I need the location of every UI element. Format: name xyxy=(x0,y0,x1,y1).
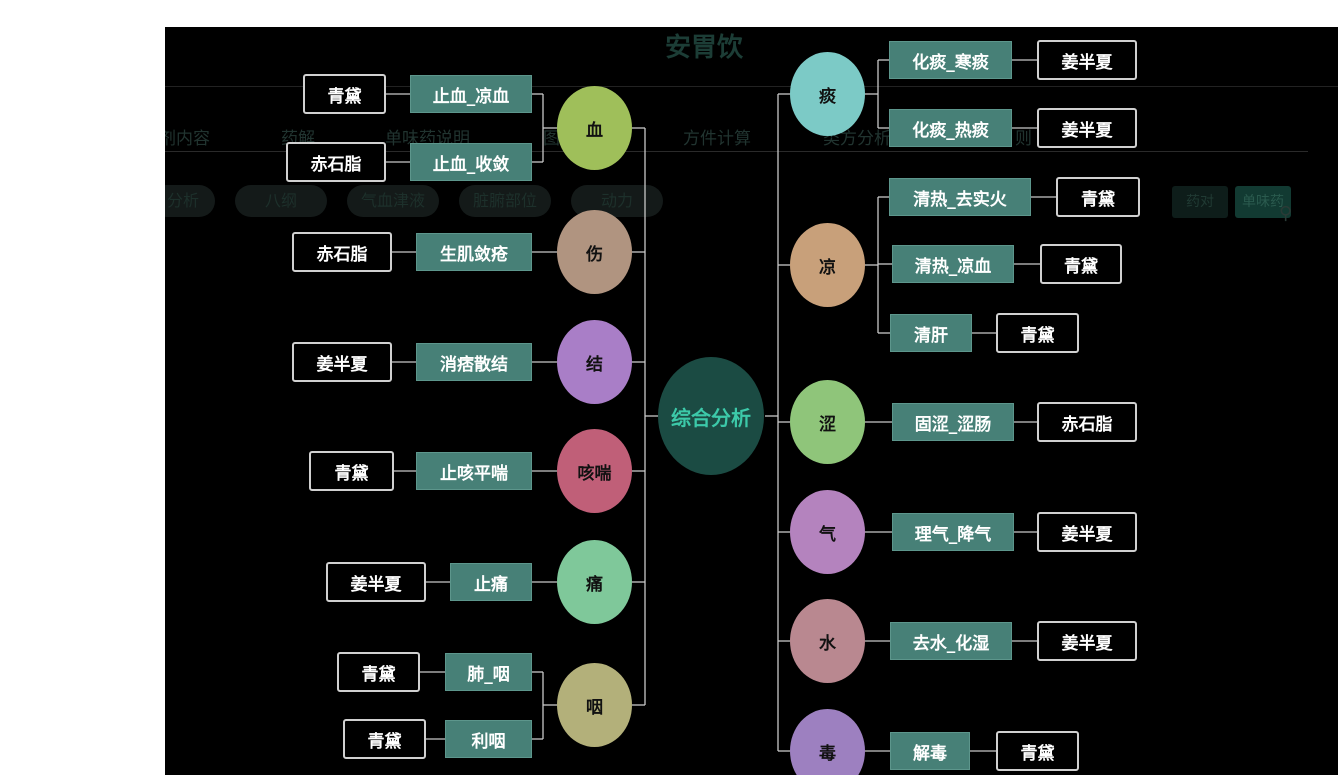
right-herb-3-0: 姜半夏 xyxy=(1037,512,1137,552)
left-herb-5-0: 青黛 xyxy=(337,652,420,692)
left-node-2: 结 xyxy=(557,320,632,404)
right-cat-1-0: 清热_去实火 xyxy=(889,178,1031,216)
mindmap-stage: 安胃饮 剂内容 药解 单味药说明 图 方件计算 类方分析 则 分析 八纲 气血津… xyxy=(165,27,1338,775)
button-yaodui[interactable]: 药对 xyxy=(1172,186,1228,218)
right-node-1: 凉 xyxy=(790,223,865,307)
button-single[interactable]: 单味药 xyxy=(1235,186,1291,218)
right-node-5: 毒 xyxy=(790,709,865,775)
tab-similar[interactable]: 类方分析 xyxy=(823,129,891,149)
left-node-4: 痛 xyxy=(557,540,632,624)
left-cat-3-0: 止咳平喘 xyxy=(416,452,532,490)
app-title: 安胃饮 xyxy=(665,33,744,63)
left-cat-2-0: 消痞散结 xyxy=(416,343,532,381)
right-node-2: 涩 xyxy=(790,380,865,464)
right-cat-0-1: 化痰_热痰 xyxy=(889,109,1012,147)
tab-content[interactable]: 剂内容 xyxy=(165,129,210,149)
left-herb-0-1: 赤石脂 xyxy=(286,142,386,182)
search-icon[interactable]: ⚲ xyxy=(1279,203,1293,224)
left-cat-4-0: 止痛 xyxy=(450,563,532,601)
tab-graph[interactable]: 图 xyxy=(543,129,560,149)
right-node-3: 气 xyxy=(790,490,865,574)
pill-zangfu[interactable]: 脏腑部位 xyxy=(459,185,551,217)
left-herb-5-1: 青黛 xyxy=(343,719,426,759)
left-node-0: 血 xyxy=(557,86,632,170)
right-herb-0-0: 姜半夏 xyxy=(1037,40,1137,80)
pill-bagang[interactable]: 八纲 xyxy=(235,185,327,217)
right-herb-4-0: 姜半夏 xyxy=(1037,621,1137,661)
pill-analysis[interactable]: 分析 xyxy=(165,185,215,217)
left-cat-5-0: 肺_咽 xyxy=(445,653,532,691)
right-cat-4-0: 去水_化湿 xyxy=(890,622,1012,660)
left-herb-3-0: 青黛 xyxy=(309,451,394,491)
right-herb-0-1: 姜半夏 xyxy=(1037,108,1137,148)
right-herb-5-0: 青黛 xyxy=(996,731,1079,771)
pill-qixue[interactable]: 气血津液 xyxy=(347,185,439,217)
right-node-0: 痰 xyxy=(790,52,865,136)
left-node-1: 伤 xyxy=(557,210,632,294)
left-herb-2-0: 姜半夏 xyxy=(292,342,392,382)
left-herb-0-0: 青黛 xyxy=(303,74,386,114)
left-node-3: 咳喘 xyxy=(557,429,632,513)
right-cat-0-0: 化痰_寒痰 xyxy=(889,41,1012,79)
right-cat-3-0: 理气_降气 xyxy=(892,513,1014,551)
right-node-4: 水 xyxy=(790,599,865,683)
right-herb-1-2: 青黛 xyxy=(996,313,1079,353)
right-herb-1-1: 青黛 xyxy=(1040,244,1122,284)
right-cat-2-0: 固涩_涩肠 xyxy=(892,403,1014,441)
mindmap-center: 综合分析 xyxy=(658,357,764,475)
tab-calc[interactable]: 方件计算 xyxy=(683,129,751,149)
right-herb-1-0: 青黛 xyxy=(1056,177,1140,217)
left-herb-1-0: 赤石脂 xyxy=(292,232,392,272)
left-cat-0-1: 止血_收敛 xyxy=(410,143,532,181)
right-cat-5-0: 解毒 xyxy=(890,732,970,770)
right-cat-1-2: 清肝 xyxy=(890,314,972,352)
left-cat-0-0: 止血_凉血 xyxy=(410,75,532,113)
tab-rule[interactable]: 则 xyxy=(1015,129,1032,149)
left-cat-1-0: 生肌敛疮 xyxy=(416,233,532,271)
mindmap-wires xyxy=(386,59,1056,752)
left-herb-4-0: 姜半夏 xyxy=(326,562,426,602)
tab-underline xyxy=(165,151,1308,152)
right-cat-1-1: 清热_凉血 xyxy=(892,245,1014,283)
left-cat-5-1: 利咽 xyxy=(445,720,532,758)
right-herb-2-0: 赤石脂 xyxy=(1037,402,1137,442)
title-divider xyxy=(165,86,1338,87)
left-node-5: 咽 xyxy=(557,663,632,747)
